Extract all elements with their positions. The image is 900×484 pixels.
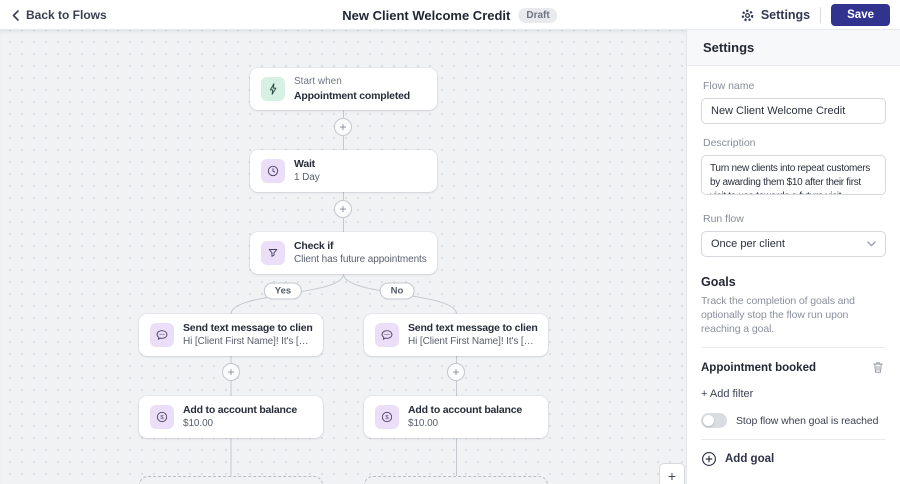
- run-flow-select[interactable]: Once per client: [701, 231, 886, 257]
- gear-icon: [740, 8, 755, 23]
- add-step-button[interactable]: +: [334, 118, 352, 136]
- goal-name: Appointment booked: [701, 361, 816, 374]
- send-text-title: Send text message to client: [183, 322, 313, 334]
- chat-bubble-icon: [150, 323, 174, 347]
- chat-bubble-icon: [375, 323, 399, 347]
- flow-node-wait[interactable]: Wait 1 Day: [250, 150, 437, 192]
- goals-description: Track the completion of goals and option…: [701, 295, 855, 335]
- goal-row: Appointment booked: [701, 359, 886, 376]
- flow-node-add-balance-no[interactable]: $ Add to account balance $10.00: [364, 396, 548, 438]
- zoom-in-button[interactable]: +: [659, 463, 685, 484]
- stop-flow-toggle[interactable]: [701, 413, 727, 428]
- description-input[interactable]: Turn new clients into repeat customers b…: [701, 155, 886, 195]
- send-text-preview: Hi [Client First Name]! It's [Appointmen…: [183, 336, 313, 347]
- trigger-label: Start when: [294, 76, 342, 87]
- panel-body: Flow name Description Turn new clients i…: [687, 66, 900, 467]
- drop-slot[interactable]: [139, 476, 323, 484]
- settings-label: Settings: [760, 8, 811, 22]
- add-step-button[interactable]: +: [334, 200, 352, 218]
- divider: [701, 347, 886, 348]
- add-balance-amount: $10.00: [408, 418, 438, 429]
- flow-node-add-balance-yes[interactable]: $ Add to account balance $10.00: [139, 396, 323, 438]
- stop-flow-label: Stop flow when goal is reached: [736, 414, 879, 427]
- save-button[interactable]: Save: [831, 4, 890, 26]
- add-balance-amount: $10.00: [183, 418, 213, 429]
- svg-text:$: $: [385, 415, 389, 421]
- clock-icon: [261, 159, 285, 183]
- run-flow-value: Once per client: [711, 238, 785, 250]
- send-text-title: Send text message to client: [408, 322, 538, 334]
- wait-title: Wait: [294, 158, 315, 170]
- topbar: Back to Flows New Client Welcome Credit …: [0, 0, 900, 30]
- flow-title-group: New Client Welcome Credit Draft: [342, 0, 558, 30]
- flow-node-condition[interactable]: Check if Client has future appointments: [250, 232, 437, 274]
- page-title: New Client Welcome Credit: [342, 7, 511, 23]
- run-flow-label: Run flow: [703, 213, 744, 225]
- send-text-preview: Hi [Client First Name]! It's [Appointmen…: [408, 336, 538, 347]
- add-goal-button[interactable]: Add goal: [701, 451, 774, 467]
- panel-title: Settings: [687, 30, 900, 66]
- branch-label-no: No: [379, 282, 415, 300]
- trash-icon: [872, 362, 884, 377]
- back-label: Back to Flows: [26, 8, 107, 22]
- condition-title: Check if: [294, 240, 334, 252]
- description-label: Description: [703, 137, 756, 149]
- goals-section: Goals Track the completion of goals and …: [701, 275, 886, 467]
- condition-value: Client has future appointments: [294, 254, 427, 265]
- chevron-left-icon: [12, 9, 19, 21]
- delete-goal-button[interactable]: [870, 359, 886, 376]
- settings-button[interactable]: Settings: [740, 8, 810, 23]
- lightning-icon: [261, 77, 285, 101]
- add-step-button[interactable]: +: [222, 363, 240, 381]
- add-step-button[interactable]: +: [447, 363, 465, 381]
- chevron-down-icon: [867, 241, 876, 247]
- status-badge: Draft: [518, 7, 558, 23]
- add-balance-title: Add to account balance: [408, 404, 523, 416]
- dollar-circle-icon: $: [150, 405, 174, 429]
- toggle-knob: [703, 415, 714, 426]
- wait-value: 1 Day: [294, 172, 320, 183]
- topbar-divider: [820, 7, 822, 23]
- flow-name-label: Flow name: [703, 80, 755, 92]
- flow-node-send-text-no[interactable]: Send text message to client Hi [Client F…: [364, 314, 548, 356]
- flow-node-trigger[interactable]: Start when Appointment completed: [250, 68, 437, 110]
- add-filter-button[interactable]: + Add filter: [701, 388, 754, 400]
- stop-flow-row: Stop flow when goal is reached: [701, 413, 886, 428]
- divider: [701, 439, 886, 440]
- circle-plus-icon: [701, 451, 717, 467]
- svg-text:$: $: [160, 415, 164, 421]
- flow-node-send-text-yes[interactable]: Send text message to client Hi [Client F…: [139, 314, 323, 356]
- flow-canvas[interactable]: Start when Appointment completed + Wait …: [0, 30, 686, 484]
- branch-label-yes: Yes: [263, 282, 303, 300]
- topbar-actions: Settings Save: [740, 0, 890, 30]
- trigger-value: Appointment completed: [294, 90, 410, 102]
- back-button[interactable]: Back to Flows: [12, 0, 107, 30]
- add-balance-title: Add to account balance: [183, 404, 298, 416]
- flow-name-input[interactable]: [701, 98, 886, 124]
- funnel-icon: [261, 241, 285, 265]
- settings-panel: Settings Flow name Description Turn new …: [686, 30, 900, 484]
- dollar-circle-icon: $: [375, 405, 399, 429]
- drop-slot[interactable]: [364, 476, 548, 484]
- goals-heading: Goals: [701, 275, 736, 289]
- add-goal-label: Add goal: [725, 453, 775, 465]
